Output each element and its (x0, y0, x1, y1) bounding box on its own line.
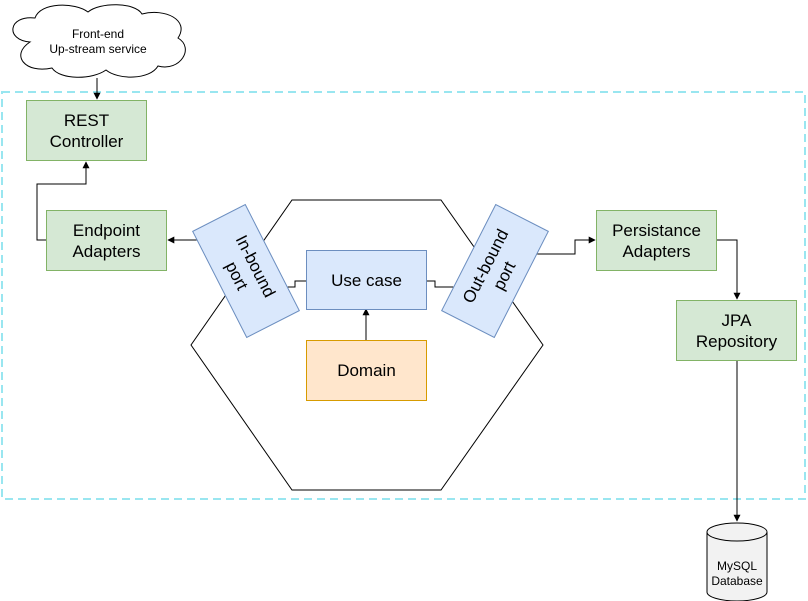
jpa-repository-node: JPA Repository (676, 300, 797, 361)
application-boundary (1, 91, 806, 500)
persistence-adapters-node: Persistance Adapters (596, 210, 717, 271)
persistence-to-jpa-arrow (717, 239, 741, 300)
hexagon-shape (190, 199, 544, 491)
endpoint-to-rest-arrow (36, 161, 90, 241)
endpoint-adapters-node: Endpoint Adapters (46, 210, 167, 271)
domain-node: Domain (306, 340, 427, 401)
use-case-node: Use case (306, 250, 427, 310)
cloud-shape (12, 4, 186, 78)
database-label: MySQL Database (711, 559, 763, 588)
cloud-label: Front-end Up-stream service (49, 27, 147, 56)
outbound-to-persistence-arrow (520, 236, 596, 255)
database-icon (706, 522, 768, 601)
rest-controller-node: REST Controller (26, 100, 147, 161)
